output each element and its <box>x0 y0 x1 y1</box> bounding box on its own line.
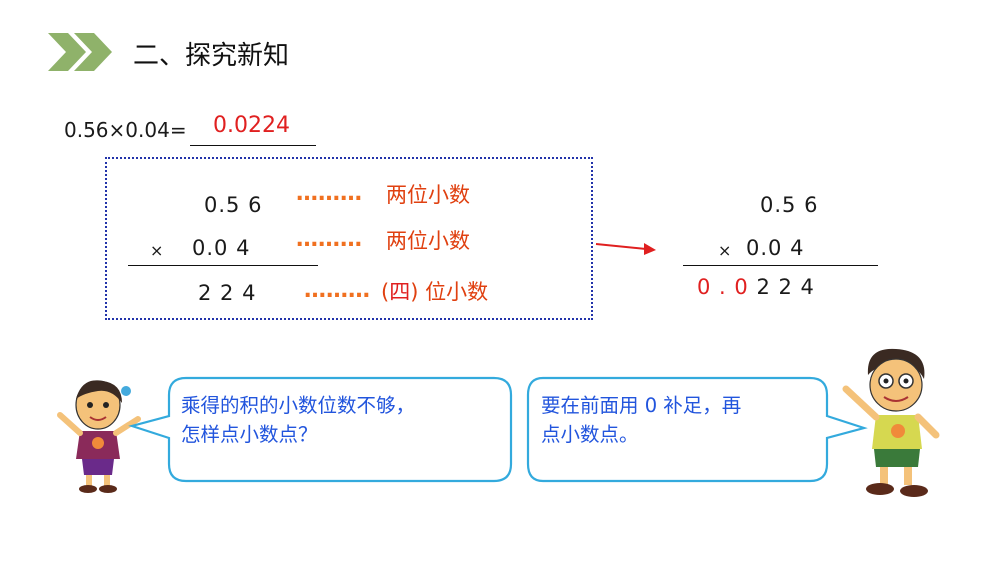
speech-bubble-boy <box>526 376 868 483</box>
girl-question-line-1: 乘得的积的小数位数不够， <box>181 394 416 417</box>
note-two-decimals-2: 两位小数 <box>386 229 470 253</box>
leader-dots-2: ……… <box>296 227 362 252</box>
left-multiplicand: 0.5 6 <box>204 193 263 217</box>
boy-character-illustration <box>842 348 940 497</box>
product-digits: 2 2 4 <box>756 275 815 299</box>
double-chevron-right-icon <box>48 33 112 71</box>
answer-blank-line <box>190 145 316 146</box>
girl-character-illustration <box>57 380 141 493</box>
boy-answer-line-2: 点小数点。 <box>541 423 639 446</box>
page-title: 二、探究新知 <box>133 41 290 71</box>
right-multiplier: 0.0 4 <box>746 236 805 260</box>
arrow-right-icon <box>595 243 656 255</box>
girl-question-line-2: 怎样点小数点？ <box>181 423 318 446</box>
answer-value: 0.0224 <box>213 113 290 138</box>
left-product: 2 2 4 <box>198 281 257 305</box>
leader-dots-3: ……… <box>304 278 370 303</box>
right-times-sign: × <box>718 241 733 260</box>
right-product: 0 . 0 2 2 4 <box>697 275 815 299</box>
note-paren-open: ( <box>381 280 390 304</box>
note-paren-close: ) <box>410 280 419 304</box>
left-times-sign: × <box>150 241 165 260</box>
right-multiplicand: 0.5 6 <box>760 193 819 217</box>
boy-answer-line-1: 要在前面用 0 补足，再 <box>541 394 742 417</box>
note-two-decimals-1: 两位小数 <box>386 183 470 207</box>
left-multiplier: 0.0 4 <box>192 236 251 260</box>
note-suffix: 位小数 <box>418 280 489 304</box>
left-sum-rule <box>128 265 318 266</box>
speech-bubble-girl <box>128 376 513 483</box>
leader-dots-1: ……… <box>296 181 362 206</box>
right-sum-rule <box>683 265 878 266</box>
note-fill-answer: 四 <box>389 280 411 304</box>
problem-equation: 0.56×0.04= <box>64 118 187 142</box>
note-four-decimals: (四) 位小数 <box>381 276 488 306</box>
product-zero-prefix: 0 . 0 <box>697 275 749 299</box>
vertical-calculation-box <box>105 157 593 320</box>
